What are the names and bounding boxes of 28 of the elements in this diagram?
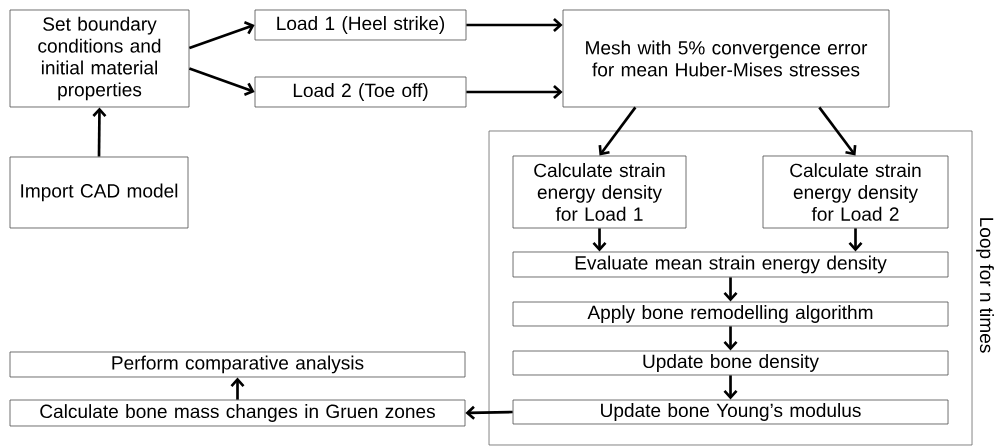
arrow: [188, 67, 255, 96]
process-box: Evaluate mean strain energy density: [512, 251, 949, 278]
arrow: [465, 405, 513, 420]
arrow: [466, 18, 563, 32]
arrow: [598, 106, 637, 156]
process-box: Update bone density: [512, 350, 949, 376]
arrow: [723, 375, 738, 400]
process-box: Load 1 (Heel strike): [254, 9, 467, 41]
process-box: Apply bone remodelling algorithm: [512, 301, 949, 327]
process-box: Mesh with 5% convergence error for mean Huber-Mises stresses: [562, 9, 890, 108]
process-box: Update bone Young’s modulus: [512, 399, 949, 425]
arrow: [592, 228, 607, 252]
arrow: [230, 377, 245, 400]
arrow: [92, 107, 107, 157]
process-box: Set boundary conditions and initial material properties: [9, 9, 190, 108]
arrow: [188, 20, 255, 50]
arrow: [466, 85, 563, 99]
process-box: Perform comparative analysis: [9, 351, 466, 378]
process-box: Calculate bone mass changes in Gruen zones: [9, 399, 466, 427]
process-box: Import CAD model: [9, 156, 189, 229]
process-box: Load 2 (Toe off): [254, 76, 467, 108]
arrow: [848, 228, 863, 252]
arrow: [723, 277, 738, 302]
arrow: [818, 106, 857, 156]
arrow: [723, 326, 738, 351]
process-box: Calculate strain energy density for Load 2: [762, 155, 949, 229]
process-box: Calculate strain energy density for Load 1: [512, 155, 687, 229]
loop-label: Loop for n times: [976, 218, 994, 353]
